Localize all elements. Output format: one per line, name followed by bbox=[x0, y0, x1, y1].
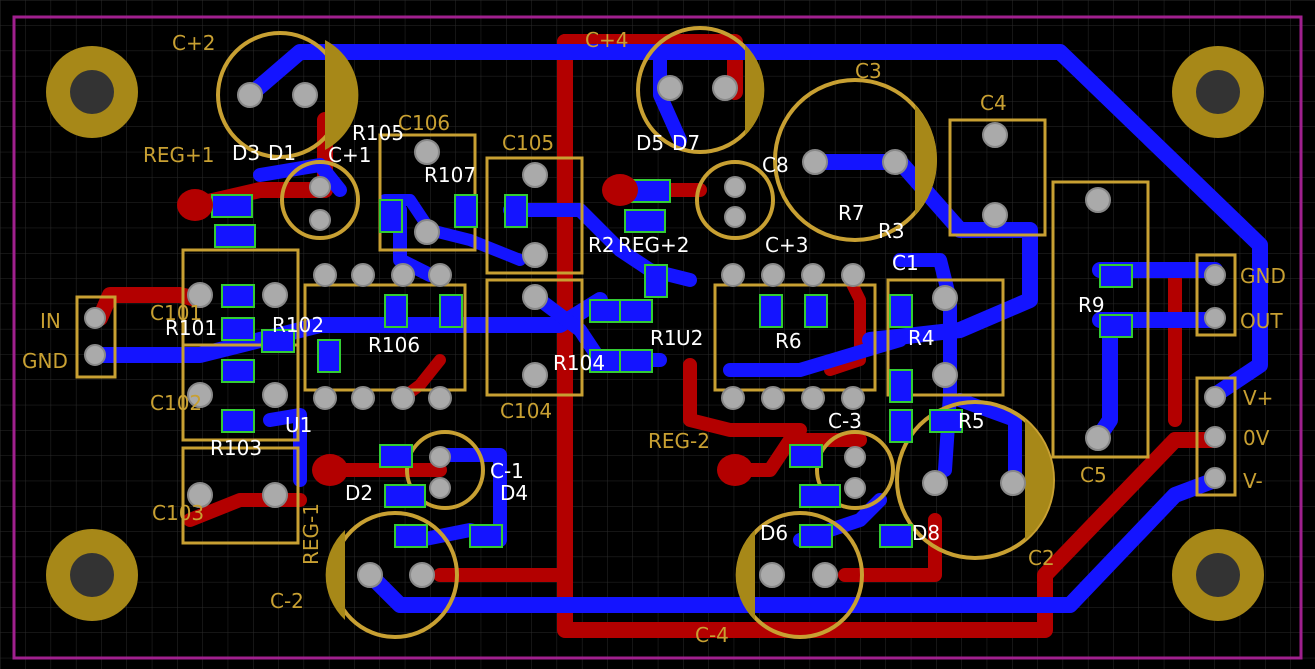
label-d5: D5 bbox=[636, 131, 664, 155]
label-c106: C106 bbox=[398, 111, 450, 135]
footprint-c103 bbox=[181, 446, 300, 545]
label-r7: R7 bbox=[838, 201, 865, 225]
label-d6: D6 bbox=[760, 521, 788, 545]
cap-c8-outline bbox=[695, 160, 775, 240]
label-0v: 0V bbox=[1243, 426, 1270, 450]
footprint-c102 bbox=[181, 343, 300, 442]
label-c-plus-3: C+3 bbox=[765, 233, 808, 257]
label-r101: R101 bbox=[165, 316, 217, 340]
label-out: OUT bbox=[1240, 309, 1283, 333]
label-u1: U1 bbox=[285, 413, 312, 437]
label-d3: D3 bbox=[232, 141, 260, 165]
label-c8: C8 bbox=[762, 153, 789, 177]
label-c-minus-3: C-3 bbox=[828, 409, 862, 433]
cap-c-plus-1-outline bbox=[280, 160, 360, 240]
label-r102: R102 bbox=[272, 313, 324, 337]
label-reg-plus-1: REG+1 bbox=[143, 143, 215, 167]
label-reg-plus-2: REG+2 bbox=[618, 233, 690, 257]
component-footprints bbox=[75, 118, 1237, 545]
label-c101: C101 bbox=[150, 301, 202, 325]
label-r103: R103 bbox=[210, 436, 262, 460]
mounting-holes bbox=[46, 46, 1264, 621]
label-c-minus-1: C-1 bbox=[490, 459, 524, 483]
through-hole-pads bbox=[84, 75, 1226, 588]
label-r105: R105 bbox=[352, 121, 404, 145]
label-c-plus-1: C+1 bbox=[328, 143, 371, 167]
label-d1: D1 bbox=[268, 141, 296, 165]
label-r6: R6 bbox=[775, 329, 802, 353]
footprint-c4 bbox=[948, 118, 1047, 237]
label-r106: R106 bbox=[368, 333, 420, 357]
footprint-power-connector bbox=[1195, 376, 1237, 497]
footprint-r4 bbox=[886, 278, 1005, 397]
footprint-c105 bbox=[485, 156, 584, 275]
cap-c-minus-3-outline bbox=[815, 430, 895, 510]
board-outline bbox=[12, 15, 1303, 660]
silkscreen-labels: C+2 C+4 C3 C4 REG+1 D3 D1 C+1 R105 C106 … bbox=[22, 28, 1286, 647]
label-c4: C4 bbox=[980, 91, 1007, 115]
footprint-u1 bbox=[303, 283, 467, 392]
label-gnd-out: GND bbox=[1240, 264, 1286, 288]
label-c2: C2 bbox=[1028, 546, 1055, 570]
label-u2: U2 bbox=[676, 326, 703, 350]
label-d8: D8 bbox=[912, 521, 940, 545]
label-c103: C103 bbox=[152, 501, 204, 525]
footprint-gnd-out-connector bbox=[1195, 253, 1237, 337]
label-d2: D2 bbox=[345, 481, 373, 505]
regulator-tabs bbox=[177, 174, 753, 486]
label-c104: C104 bbox=[500, 399, 552, 423]
footprint-c106 bbox=[378, 133, 477, 252]
label-d7: D7 bbox=[672, 131, 700, 155]
label-reg-minus-1: REG-1 bbox=[299, 503, 323, 565]
label-c-minus-2: C-2 bbox=[270, 589, 304, 613]
footprint-r9 bbox=[1051, 180, 1150, 459]
label-r3: R3 bbox=[878, 219, 905, 243]
label-c-plus-4: C+4 bbox=[585, 28, 628, 52]
label-c105: C105 bbox=[502, 131, 554, 155]
label-c-plus-2: C+2 bbox=[172, 31, 215, 55]
label-r9: R9 bbox=[1078, 293, 1105, 317]
label-gnd: GND bbox=[22, 349, 68, 373]
footprint-in-connector bbox=[75, 295, 117, 379]
footprint-c104 bbox=[485, 278, 584, 397]
label-r2: R2 bbox=[588, 233, 615, 257]
label-r1: R1 bbox=[650, 326, 677, 350]
label-c1: C1 bbox=[892, 251, 919, 275]
label-reg-minus-2: REG-2 bbox=[648, 429, 710, 453]
cap-c-minus-1-outline bbox=[405, 430, 485, 510]
footprint-u2 bbox=[713, 283, 877, 392]
label-v-minus: V- bbox=[1243, 469, 1263, 493]
label-r104: R104 bbox=[553, 351, 605, 375]
label-c3: C3 bbox=[855, 59, 882, 83]
label-v-plus: V+ bbox=[1243, 386, 1273, 410]
label-d4: D4 bbox=[500, 481, 528, 505]
label-c5: C5 bbox=[1080, 463, 1107, 487]
label-r4: R4 bbox=[908, 326, 935, 350]
label-in: IN bbox=[40, 309, 61, 333]
smd-pads bbox=[211, 179, 1133, 548]
capacitor-polarity-fills bbox=[325, 40, 1054, 620]
label-r107: R107 bbox=[424, 163, 476, 187]
label-c102: C102 bbox=[150, 391, 202, 415]
label-c-minus-4: C-4 bbox=[695, 623, 729, 647]
label-r5: R5 bbox=[958, 409, 985, 433]
